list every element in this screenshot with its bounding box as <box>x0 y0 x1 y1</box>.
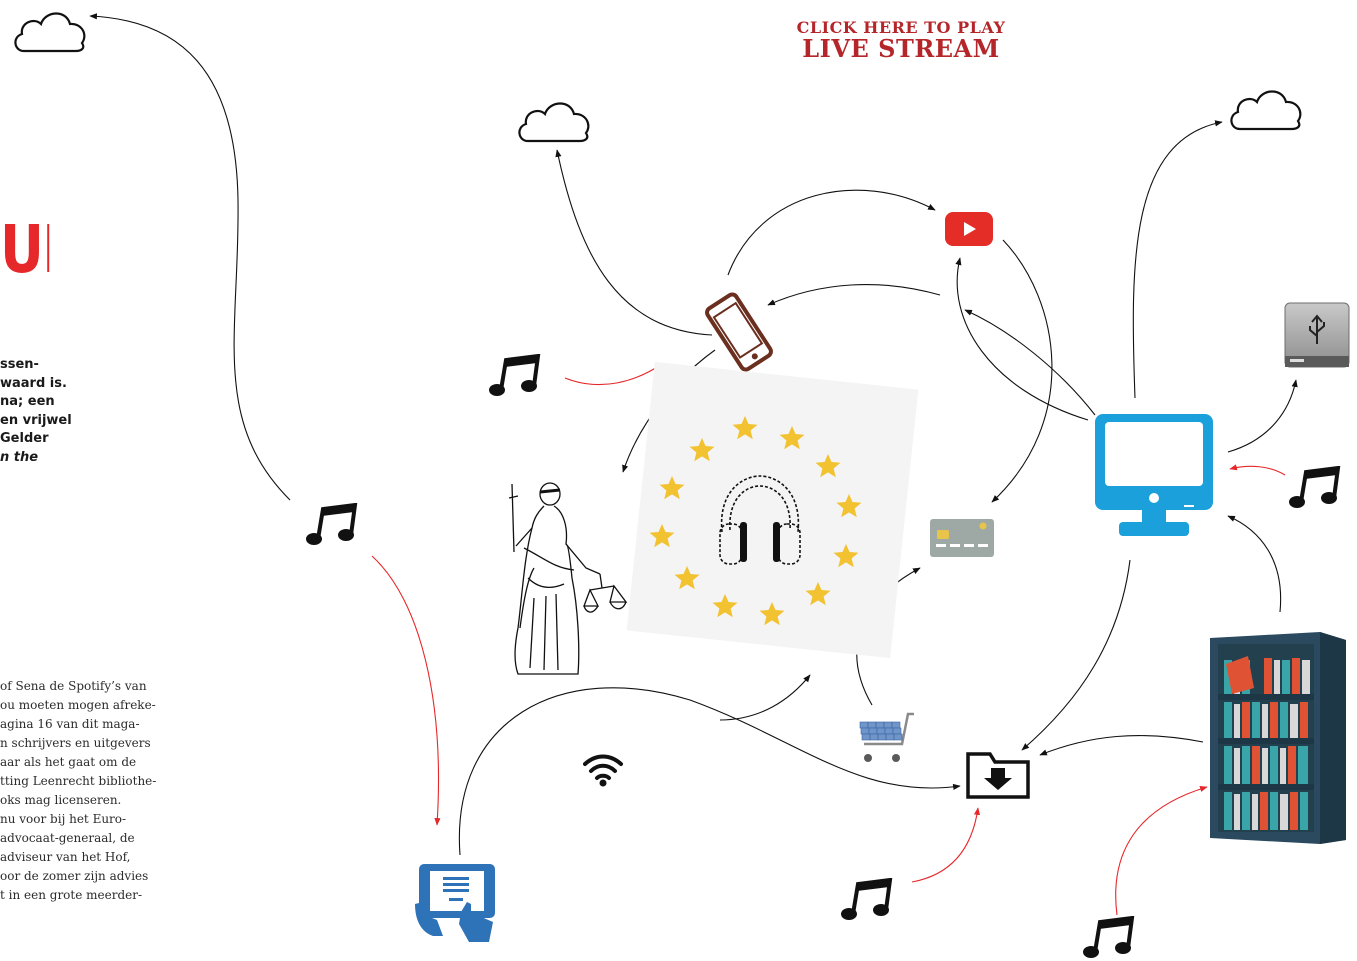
arrow-monitor-to-right-cloud <box>1132 120 1223 399</box>
body-line: advocaat-generaal, de <box>0 831 135 845</box>
live-stream-line2: LIVE STREAM <box>802 34 1000 63</box>
intro-line: Gelder <box>0 431 49 446</box>
body-line: aar als het gaat om de <box>0 755 137 769</box>
article-headline: UD <box>0 212 49 288</box>
live-stream-link[interactable]: CLICK HERE TO PLAY LIVE STREAM <box>790 20 1012 64</box>
intro-line: waard is. <box>0 375 67 391</box>
article-body: of Sena de Spotify’s van ou moeten mogen… <box>0 677 190 905</box>
shopping-cart-icon[interactable] <box>858 710 918 766</box>
body-line: adviseur van het Hof, <box>0 850 131 864</box>
body-line: oor de zomer zijn advies <box>0 869 149 883</box>
intro-line: n the <box>0 449 39 465</box>
arrow-phone-to-youtube <box>727 189 936 276</box>
wifi-icon[interactable] <box>582 752 624 788</box>
body-line: oks mag licenseren. <box>0 793 122 807</box>
body-line: nu voor bij het Euro- <box>0 812 127 826</box>
smartphone-icon[interactable] <box>700 290 778 374</box>
lady-justice-icon <box>508 482 628 675</box>
arrow-note-to-monitor <box>1229 464 1286 476</box>
body-line: n schrijvers en uitgevers <box>0 736 151 750</box>
music-note-icon[interactable] <box>1082 916 1138 960</box>
arrow-note-to-download <box>911 807 981 883</box>
arrow-to-eu <box>719 674 811 721</box>
intro-line: ssen- <box>0 357 39 372</box>
cloud-icon[interactable] <box>514 95 594 147</box>
download-folder-icon[interactable] <box>965 748 1031 800</box>
tablet-icon[interactable] <box>413 858 499 944</box>
arrow-bookcase-to-monitor <box>1227 515 1282 613</box>
arrow-tablet-to-download <box>458 687 961 856</box>
arrow-youtube-to-card <box>991 239 1053 503</box>
arrow-monitor-to-phone <box>767 284 941 306</box>
bookcase-icon[interactable] <box>1208 630 1348 845</box>
arrow-monitor-to-youtube <box>955 257 1089 421</box>
arrow-note-to-top-left-cloud <box>89 13 291 501</box>
body-line: tting Leenrecht bibliothe- <box>0 774 157 788</box>
arrow-monitor-to-download <box>1021 559 1131 751</box>
credit-card-icon[interactable] <box>929 518 995 558</box>
arrow-monitor-to-youtube-2 <box>964 309 1096 416</box>
music-note-icon[interactable] <box>488 354 544 398</box>
arrow-monitor-to-usb <box>1227 379 1298 453</box>
arrow-note-to-bookcase <box>1115 786 1208 916</box>
youtube-icon[interactable] <box>945 212 993 248</box>
cloud-icon[interactable] <box>1226 83 1306 135</box>
arrow-note-to-phone <box>564 363 663 386</box>
body-line: t in een grote meerder- <box>0 888 143 902</box>
body-line: agina 16 van dit maga- <box>0 717 140 731</box>
live-stream-line1: CLICK HERE TO PLAY <box>796 18 1006 37</box>
intro-line: en vrijwel <box>0 412 72 428</box>
cloud-icon[interactable] <box>10 5 90 57</box>
arrow-bookcase-to-download <box>1039 735 1204 756</box>
eu-stars-icon <box>650 416 862 626</box>
usb-drive-icon[interactable] <box>1284 302 1350 368</box>
article-intro: ssen- waard is. na; een en vrijwel Gelde… <box>0 356 140 467</box>
headphones-icon <box>719 475 801 565</box>
music-note-icon[interactable] <box>840 878 896 922</box>
arrow-phone-to-cloud <box>555 149 713 336</box>
body-line: of Sena de Spotify’s van <box>0 679 147 693</box>
music-note-icon[interactable] <box>1288 466 1344 510</box>
intro-line: na; een <box>0 394 55 409</box>
monitor-icon[interactable] <box>1093 412 1215 540</box>
music-note-icon[interactable] <box>305 503 361 547</box>
arrow-note-to-tablet <box>371 555 441 826</box>
body-line: ou moeten mogen afreke- <box>0 698 156 712</box>
